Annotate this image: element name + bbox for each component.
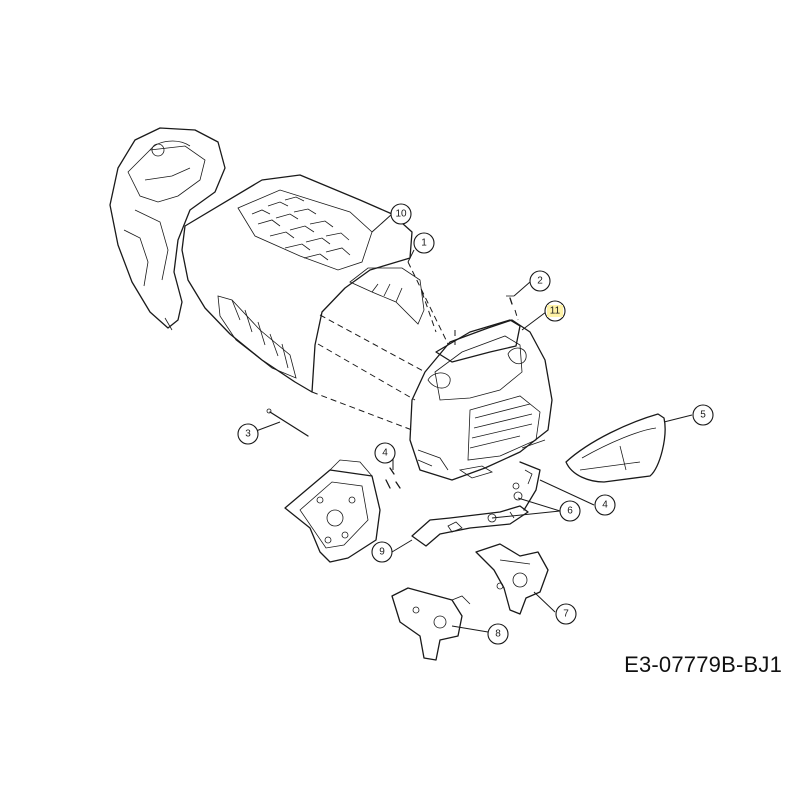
svg-text:6: 6 bbox=[567, 506, 573, 517]
right-hinge-bracket-part bbox=[475, 543, 549, 615]
svg-text:9: 9 bbox=[379, 547, 385, 558]
svg-text:7: 7 bbox=[563, 609, 569, 620]
svg-text:11: 11 bbox=[550, 306, 561, 317]
svg-text:1: 1 bbox=[421, 238, 427, 249]
callout-7: 7 bbox=[555, 603, 577, 625]
svg-text:2: 2 bbox=[537, 276, 543, 287]
callout-3: 3 bbox=[237, 423, 259, 445]
front-bumper-part bbox=[565, 413, 666, 483]
hood-part bbox=[181, 174, 425, 393]
callout-11-highlight bbox=[547, 305, 563, 317]
rear-fender-part bbox=[109, 127, 226, 331]
front-grille-housing-part bbox=[409, 319, 553, 481]
mounting-plate-part bbox=[284, 459, 381, 563]
svg-text:4: 4 bbox=[602, 500, 608, 511]
callout-1: 1 bbox=[413, 232, 435, 254]
callout-4-left: 4 bbox=[374, 442, 396, 464]
callout-9: 9 bbox=[371, 541, 393, 563]
callout-10: 10 bbox=[390, 203, 412, 225]
callout-leaders bbox=[255, 213, 693, 633]
svg-text:4: 4 bbox=[382, 448, 388, 459]
bolt-set-left bbox=[385, 467, 401, 489]
callout-5: 5 bbox=[692, 404, 714, 426]
callout-6: 6 bbox=[559, 500, 581, 522]
hood-rod-part bbox=[266, 408, 309, 437]
assembly-guide-lines bbox=[311, 261, 519, 431]
callout-11: 11 bbox=[544, 300, 566, 322]
callout-8: 8 bbox=[487, 623, 509, 645]
left-hinge-bracket-part bbox=[391, 587, 471, 661]
svg-text:8: 8 bbox=[495, 629, 501, 640]
svg-text:5: 5 bbox=[700, 410, 706, 421]
svg-text:3: 3 bbox=[245, 429, 251, 440]
screw-part bbox=[506, 295, 514, 305]
headlight-lens-part bbox=[435, 319, 521, 363]
svg-text:10: 10 bbox=[395, 209, 407, 220]
callout-2: 2 bbox=[529, 270, 551, 292]
support-bracket-part bbox=[411, 461, 541, 547]
fastener-set bbox=[487, 482, 523, 523]
drawing-code: E3-07779B-BJ1 bbox=[624, 652, 782, 677]
hood-vent-slots bbox=[251, 196, 351, 261]
callout-4-right: 4 bbox=[594, 494, 616, 516]
